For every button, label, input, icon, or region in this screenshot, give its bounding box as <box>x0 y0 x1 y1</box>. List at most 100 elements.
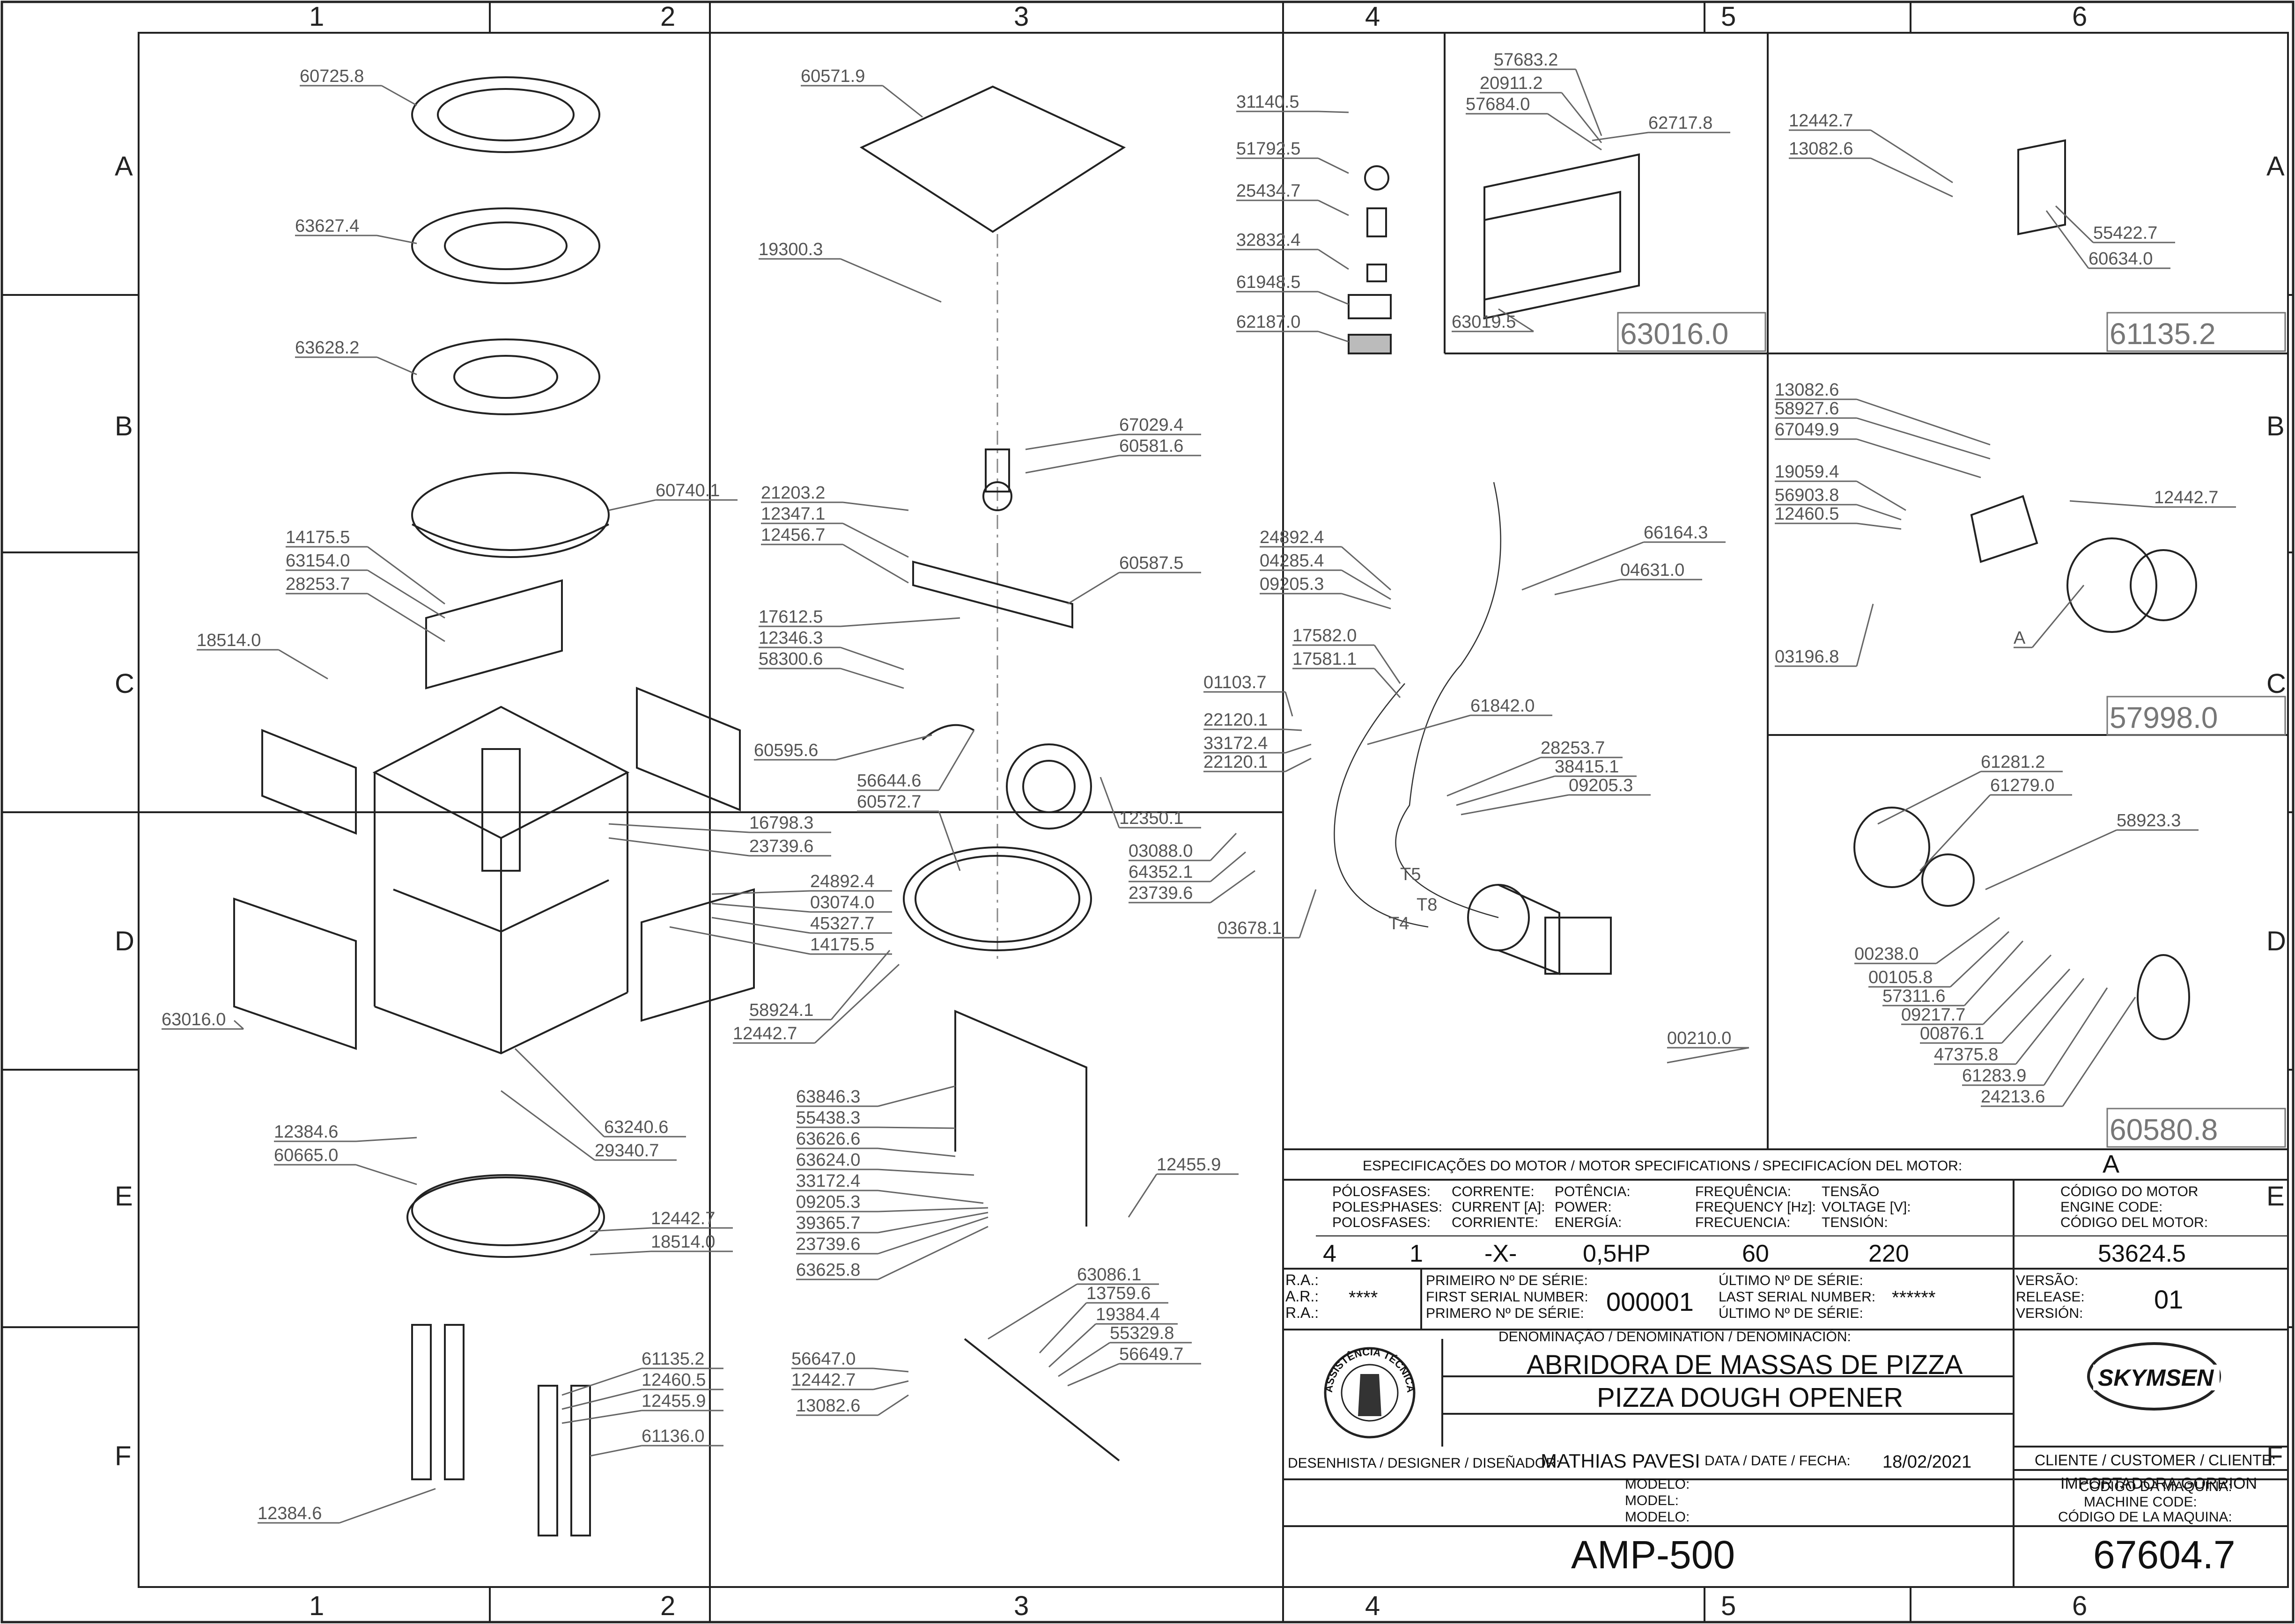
last-serial-label-3: ÚLTIMO Nº DE SÉRIE: <box>1719 1306 1863 1321</box>
motor-column-head: POWER: <box>1555 1199 1612 1215</box>
part-label: 57684.0 <box>1466 95 1530 114</box>
leader-line <box>1367 714 1471 745</box>
part-label: 25434.7 <box>1236 181 1300 201</box>
machine-code-label-3: CÓDIGO DE LA MAQUINA: <box>2058 1509 2232 1525</box>
leader-lines <box>162 68 2236 1524</box>
part-label: 23739.6 <box>749 837 813 856</box>
model-label-2: MODEL: <box>1625 1493 1679 1508</box>
part-label: 51792.5 <box>1236 139 1300 159</box>
part-label: 19300.3 <box>759 240 823 259</box>
part-label: 61948.5 <box>1236 272 1300 292</box>
grid-row-label-left: C <box>115 669 134 699</box>
part-label: 12456.7 <box>761 525 825 545</box>
grid-row-label-right: E <box>2266 1181 2285 1212</box>
leader-line <box>561 1389 642 1410</box>
leader-line <box>1446 757 1541 797</box>
leader-line <box>842 501 909 511</box>
part-label: 64352.1 <box>1129 862 1193 882</box>
ra-label-1: R.A.: <box>1285 1271 1319 1288</box>
part-label: 12442.7 <box>1789 111 1853 131</box>
part-labels: 60725.863627.463628.260740.114175.563154… <box>162 50 2218 1523</box>
part-label: 57311.6 <box>1882 986 1946 1006</box>
part-label: 13082.6 <box>1775 380 1839 400</box>
ra-value: **** <box>1349 1287 1378 1308</box>
part-label: 58927.6 <box>1775 399 1839 419</box>
leader-line <box>878 1147 956 1157</box>
part-label: 12350.1 <box>1119 808 1183 828</box>
leader-line <box>938 811 961 871</box>
leader-line <box>1025 434 1120 450</box>
part-label: 39365.7 <box>796 1213 860 1233</box>
wiring-harness <box>1334 482 1501 928</box>
leader-line <box>1919 794 1991 872</box>
part-label: 60740.1 <box>656 481 720 500</box>
part-label: 61136.0 <box>642 1426 705 1446</box>
part-label: 12455.9 <box>642 1391 706 1411</box>
leader-line <box>367 569 445 619</box>
leader-line <box>938 730 975 791</box>
motor-column-head: TENSÃO <box>1822 1183 1879 1199</box>
grid-row-label-left: A <box>115 151 133 182</box>
leader-line <box>882 85 923 118</box>
motor-column-value: 220 <box>1868 1240 1909 1267</box>
leader-line <box>1341 546 1391 591</box>
part-label: 61279.0 <box>1990 776 2054 795</box>
leader-line <box>1048 1323 1097 1368</box>
part-label: 62717.8 <box>1648 113 1712 133</box>
leader-line <box>2043 987 2108 1086</box>
motor-column-head: PÓLOS: <box>1332 1184 1385 1199</box>
part-label: 14175.5 <box>810 935 874 955</box>
part-label: 55422.7 <box>2093 223 2157 243</box>
first-serial-label-3: PRIMERO Nº DE SÉRIE: <box>1426 1306 1584 1321</box>
leader-line <box>501 1090 595 1161</box>
part-label: 18514.0 <box>197 631 261 650</box>
seal-text: ASSISTÊNCIA TÉCNICA AUTORIZADA <box>0 0 1417 1393</box>
leader-line <box>1949 931 2010 988</box>
leader-line <box>1592 132 1649 141</box>
motor-column-head: CÓDIGO DO MOTOR <box>2060 1184 2198 1199</box>
leader-line <box>1575 69 1602 136</box>
roller-frame <box>954 1009 1120 1462</box>
first-serial-label-1: PRIMEIRO Nº DE SÉRIE: <box>1426 1273 1588 1288</box>
part-label: 20911.2 <box>1480 73 1543 93</box>
motor-column-head: ENERGÍA: <box>1555 1215 1622 1230</box>
grid-row-label-left: F <box>115 1441 131 1471</box>
motor-column-head: ENGINE CODE: <box>2060 1199 2162 1215</box>
leader-line <box>1870 129 1953 184</box>
grid-row-label-right: B <box>2266 411 2285 441</box>
motor-column-head: PHASES: <box>1381 1199 1442 1215</box>
leader-line <box>1856 522 1902 530</box>
part-label: 00876.1 <box>1920 1024 1984 1043</box>
leader-line <box>1461 794 1569 816</box>
part-label: 09205.3 <box>1569 776 1633 795</box>
frame-body <box>233 687 755 1055</box>
part-label: 63624.0 <box>796 1150 860 1170</box>
leader-line <box>1856 504 1902 521</box>
bottom-clamp <box>406 1174 605 1258</box>
leader-line <box>1100 777 1120 828</box>
motor-letter: A <box>2103 1150 2119 1178</box>
inner-border <box>138 32 2289 1588</box>
leader-line <box>608 499 656 511</box>
motor-column-value: 0,5HP <box>1583 1240 1651 1267</box>
motor-column-value: 4 <box>1323 1240 1336 1267</box>
part-label: 28253.7 <box>1541 738 1605 758</box>
box-title-60580: 60580.8 <box>2110 1113 2218 1146</box>
leader-line <box>1284 691 1293 717</box>
version-label-2: RELEASE: <box>2016 1289 2085 1305</box>
part-label: 60665.0 <box>274 1146 338 1165</box>
part-label: 63625.8 <box>796 1260 860 1280</box>
motor-column-value: 1 <box>1409 1240 1423 1267</box>
part-label: 00238.0 <box>1854 944 1919 964</box>
leader-line <box>1982 954 2052 1025</box>
leader-line <box>1318 110 1349 113</box>
part-label: 00105.8 <box>1868 968 1933 987</box>
part-label: 63628.2 <box>295 338 359 358</box>
leader-line <box>2031 585 2085 648</box>
leader-line <box>590 1445 642 1457</box>
leader-line <box>2055 205 2094 243</box>
grid-col-label-top: 6 <box>2072 1 2087 32</box>
top-plate <box>859 85 1126 233</box>
part-label: 16798.3 <box>749 813 813 833</box>
part-label: 58923.3 <box>2117 811 2181 830</box>
